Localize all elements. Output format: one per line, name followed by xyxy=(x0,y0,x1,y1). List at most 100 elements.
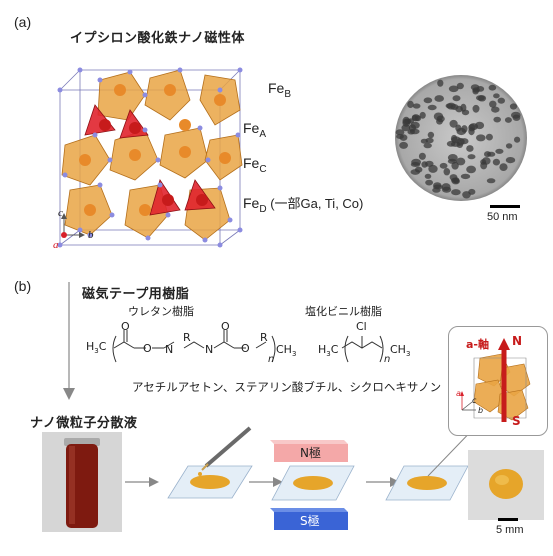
tem-particle xyxy=(425,137,434,144)
tem-particle xyxy=(449,119,458,128)
tem-particle xyxy=(446,102,456,110)
s-pole-magnet xyxy=(270,508,348,530)
inset-axis-c: c xyxy=(472,396,477,405)
pvc-h3c: H3C xyxy=(318,343,339,359)
inset-s-label: S xyxy=(512,414,521,428)
tem-particle xyxy=(451,136,461,144)
axis-c-label: c xyxy=(58,207,63,219)
panel-a-title: イプシロン酸化鉄ナノ磁性体 xyxy=(70,31,245,46)
fe-b-label: FeB xyxy=(268,80,292,100)
urethane-o2: O xyxy=(143,342,152,355)
solvents-label: アセチルアセトン、ステアリン酸ブチル、シクロヘキサノン xyxy=(132,380,442,394)
urethane-n1: N xyxy=(165,343,174,356)
scale-bar-mm-label: 5 mm xyxy=(496,524,524,536)
fe-a-label: FeA xyxy=(243,120,267,140)
tem-particle xyxy=(407,129,415,135)
n-pole-magnet xyxy=(270,440,348,462)
tem-particle xyxy=(443,168,451,176)
tem-particle xyxy=(511,111,521,119)
pvc-cl: Cl xyxy=(356,320,367,333)
tem-particle xyxy=(412,103,421,109)
tem-particle xyxy=(428,164,438,173)
tem-particle xyxy=(437,79,444,87)
tem-particle xyxy=(460,173,471,180)
inset-box xyxy=(448,326,548,436)
tem-particle xyxy=(466,165,476,174)
pvc-ch3: CH3 xyxy=(390,343,411,359)
tem-particle xyxy=(441,183,451,191)
urethane-n-sub: n xyxy=(268,354,275,365)
panel-b-label: (b) xyxy=(14,278,32,294)
crystal-axes xyxy=(61,213,85,238)
urethane-o3: O xyxy=(221,320,230,333)
tem-particle xyxy=(425,179,433,186)
tem-particle xyxy=(509,103,518,110)
tem-particle xyxy=(489,100,497,108)
tem-particle xyxy=(418,152,426,160)
urethane-ch3: CH3 xyxy=(276,343,297,359)
n-pole-label: N極 xyxy=(300,446,321,460)
vial-photo xyxy=(42,432,122,532)
scale-bar-nm xyxy=(490,205,520,208)
tem-particle xyxy=(467,154,476,160)
tem-particle xyxy=(504,117,512,123)
tem-particle xyxy=(399,134,408,141)
pvc-n-sub: n xyxy=(384,354,391,365)
tem-particle xyxy=(456,82,464,90)
inset-n-label: N xyxy=(512,334,523,348)
urethane-r2: R xyxy=(260,331,268,344)
tem-particle xyxy=(476,134,486,142)
tem-particle xyxy=(425,160,434,167)
tem-particle xyxy=(460,103,467,112)
tem-particle xyxy=(402,116,410,125)
tem-particle xyxy=(472,104,480,113)
tem-particle xyxy=(433,184,443,190)
tem-particle xyxy=(453,177,460,184)
panel-a-label: (a) xyxy=(14,14,32,30)
process-arrow-3 xyxy=(366,477,400,487)
tem-particle xyxy=(419,111,426,119)
tem-particle xyxy=(434,95,444,102)
tem-particle xyxy=(424,173,432,179)
tem-particle xyxy=(505,143,513,149)
inset-crystal xyxy=(460,338,531,422)
process-arrow-1 xyxy=(125,477,159,487)
tem-particle xyxy=(407,100,414,108)
tem-particle xyxy=(480,159,487,165)
tem-particle xyxy=(492,158,500,166)
tem-particle xyxy=(451,189,461,196)
tem-particle xyxy=(505,157,516,164)
scale-bar-nm-label: 50 nm xyxy=(487,211,518,223)
tem-particle xyxy=(433,112,444,121)
tem-micrograph xyxy=(395,75,527,201)
urethane-r1: R xyxy=(183,331,191,344)
urethane-h3c: H3C xyxy=(86,340,107,356)
tem-particle xyxy=(399,141,408,149)
fe-c-label: FeC xyxy=(243,155,267,175)
tem-particle xyxy=(499,163,508,171)
tem-particle xyxy=(475,121,485,130)
tem-particle xyxy=(410,169,421,175)
inset-axis-a: a xyxy=(456,389,461,398)
tem-particle xyxy=(411,158,421,166)
urethane-n2: N xyxy=(205,343,214,356)
tem-particle xyxy=(468,127,475,136)
pvc-label: 塩化ビニル樹脂 xyxy=(305,305,382,318)
tem-particle xyxy=(514,136,521,143)
tem-particle xyxy=(488,84,497,91)
tem-particle xyxy=(452,95,461,102)
pvc-formula xyxy=(341,335,384,363)
dispersion-label: ナノ微粒子分散液 xyxy=(30,416,138,431)
tem-particle xyxy=(395,129,405,136)
tem-particle xyxy=(456,157,466,166)
tem-particle xyxy=(485,133,493,141)
tem-particle xyxy=(495,148,504,154)
crystal-structure xyxy=(57,67,243,248)
urethane-label: ウレタン樹脂 xyxy=(128,305,194,318)
tem-particle xyxy=(448,85,459,93)
tem-particle xyxy=(491,106,500,113)
tem-particle xyxy=(411,114,420,122)
tem-particle xyxy=(456,127,467,136)
fe-d-label: FeD (一部Ga, Ti, Co) xyxy=(243,195,364,215)
slide-with-dropper xyxy=(167,426,253,499)
